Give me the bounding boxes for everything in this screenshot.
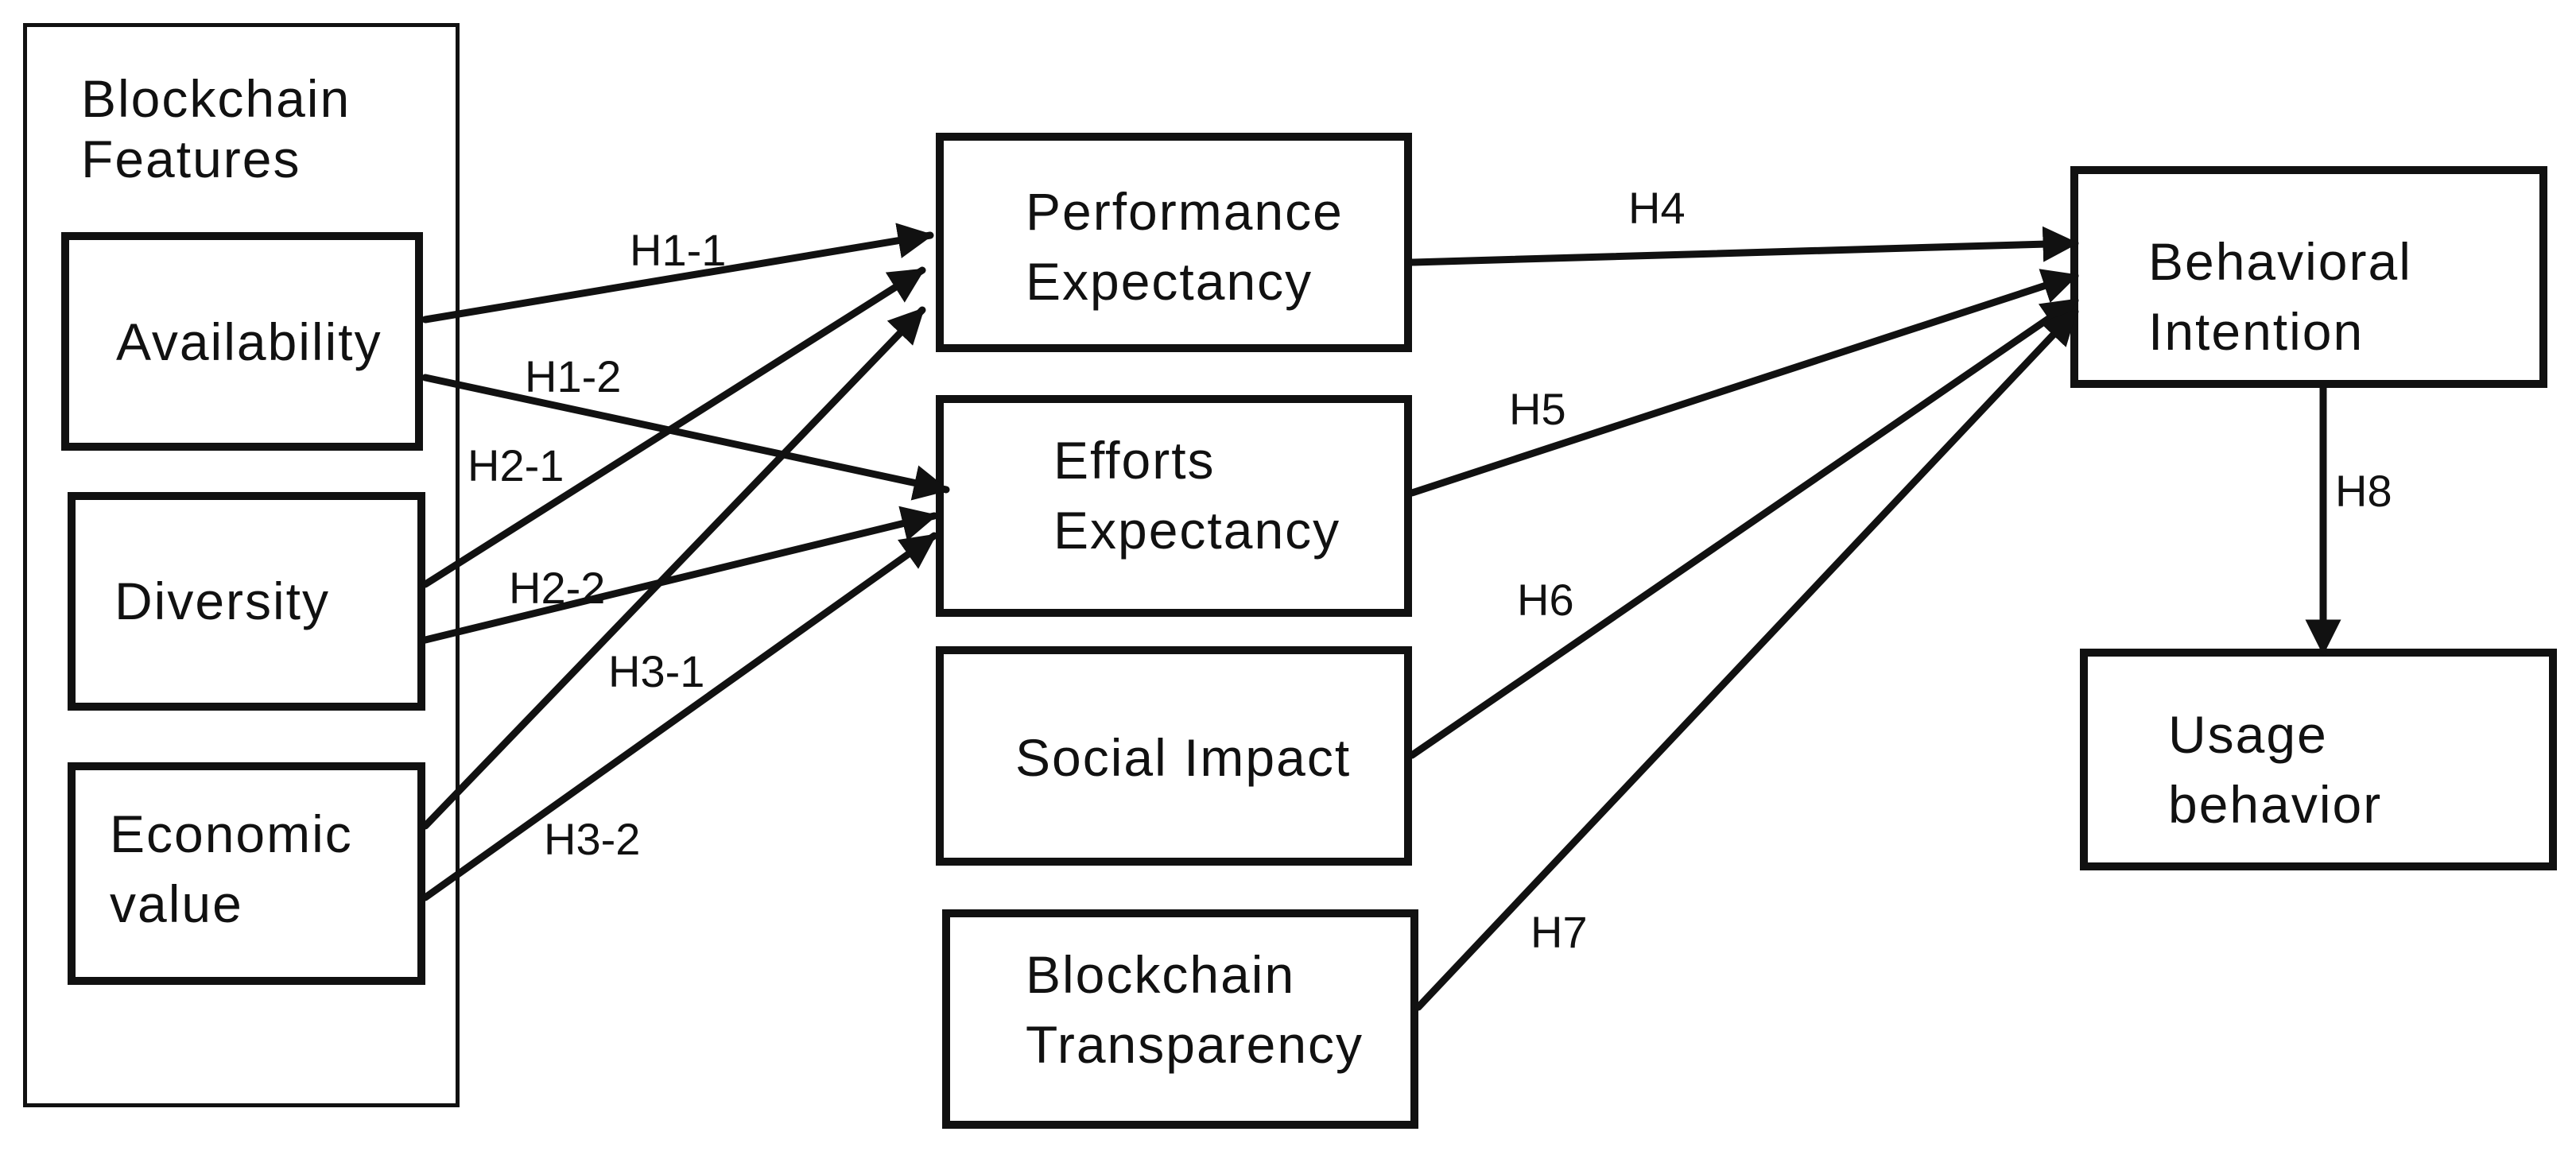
social-impact-label: Social Impact (1015, 728, 1352, 787)
usage-behavior-label: Usage behavior (2168, 705, 2383, 834)
arrow-h4 (1408, 226, 2079, 266)
hypothesis-label-h2-2: H2-2 (509, 563, 606, 613)
arrow-h2-1 (421, 266, 926, 588)
hypothesis-label-h7: H7 (1530, 907, 1588, 957)
hypothesis-label-h1-1: H1-1 (630, 225, 727, 275)
blockchain-transparency-label: Blockchain Transparency (1026, 945, 1364, 1074)
diversity-box (68, 492, 425, 711)
arrow-h1-2 (421, 374, 950, 501)
blockchain-features-title: Blockchain Features (81, 69, 351, 188)
performance-expectancy-box (936, 133, 1412, 352)
performance-expectancy-label: Performance Expectancy (1026, 182, 1344, 311)
arrow-h5 (1408, 269, 2079, 497)
arrow-h7 (1414, 308, 2079, 1011)
arrow-h1-1 (421, 223, 934, 324)
hypothesis-label-h6: H6 (1517, 575, 1574, 625)
arrow-h2-2 (421, 506, 938, 644)
efforts-expectancy-label: Efforts Expectancy (1053, 431, 1341, 560)
availability-box (61, 232, 423, 451)
hypothesis-label-h2-1: H2-1 (467, 440, 564, 490)
hypothesis-label-h4: H4 (1628, 183, 1686, 233)
blockchain-transparency-box (942, 909, 1418, 1129)
social-impact-box (936, 646, 1412, 866)
diversity-label: Diversity (114, 572, 331, 630)
hypothesis-label-h3-2: H3-2 (544, 814, 641, 864)
availability-label: Availability (116, 312, 382, 371)
efforts-expectancy-box (936, 395, 1412, 617)
behavioral-intention-label: Behavioral Intention (2148, 232, 2412, 361)
arrow-h6 (1408, 296, 2079, 759)
hypothesis-label-h8: H8 (2335, 466, 2392, 516)
hypothesis-label-h3-1: H3-1 (608, 646, 705, 696)
hypothesis-label-h1-2: H1-2 (525, 351, 622, 401)
arrow-h3-2 (421, 532, 938, 901)
arrow-h3-1 (421, 306, 926, 830)
hypothesis-label-h5: H5 (1509, 384, 1566, 434)
economic-value-box (68, 762, 425, 985)
economic-value-label: Economic value (110, 804, 353, 933)
